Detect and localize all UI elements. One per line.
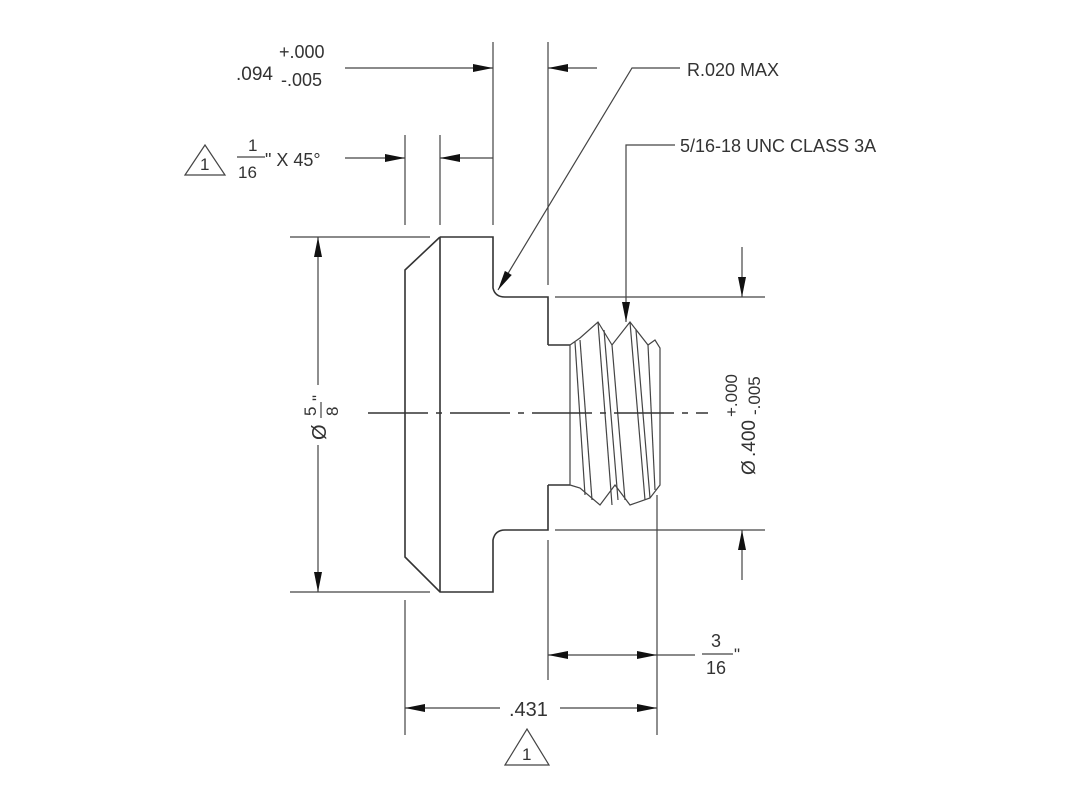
fillet-note: R.020 MAX bbox=[497, 60, 779, 291]
inch-mark: " bbox=[309, 395, 328, 401]
thread-diameter-lower-tol: -.005 bbox=[745, 376, 764, 415]
chamfer-dimension: 1 1 16 " X 45° bbox=[183, 136, 493, 182]
head-diameter-num: 5 bbox=[301, 407, 320, 416]
thread-length-num: 3 bbox=[711, 631, 721, 651]
thread-diameter-value: .400 bbox=[739, 420, 760, 457]
extension-lines bbox=[290, 42, 765, 735]
thread-length-dimension: 3 16 " bbox=[548, 631, 740, 678]
head-outline bbox=[404, 236, 549, 593]
overall-length-flag-number: 1 bbox=[522, 745, 531, 764]
thread-note: 5/16-18 UNC CLASS 3A bbox=[622, 136, 876, 322]
revision-flag-icon bbox=[183, 143, 227, 176]
thread-diameter-dimension: Ø .400 +.000 -.005 bbox=[722, 247, 764, 580]
part-outline bbox=[404, 236, 661, 593]
diameter-symbol: Ø bbox=[739, 460, 760, 475]
head-diameter-dimension: Ø 5 8 " bbox=[301, 237, 342, 592]
chamfer-angle: " X 45° bbox=[265, 150, 321, 170]
neck-length-upper-tol: +.000 bbox=[279, 42, 325, 62]
head-diameter-den: 8 bbox=[323, 407, 342, 416]
fillet-note-text: R.020 MAX bbox=[687, 60, 779, 80]
overall-length-dimension: .431 1 bbox=[405, 699, 657, 766]
thread-diameter-upper-tol: +.000 bbox=[722, 374, 741, 417]
inch-mark: " bbox=[734, 645, 740, 664]
thread-length-den: 16 bbox=[706, 658, 726, 678]
revision-flag-icon bbox=[503, 727, 551, 766]
chamfer-fraction-num: 1 bbox=[248, 136, 257, 155]
thread-note-text: 5/16-18 UNC CLASS 3A bbox=[680, 136, 876, 156]
overall-length-value: .431 bbox=[509, 699, 548, 721]
chamfer-flag-number: 1 bbox=[200, 155, 209, 174]
thread-root bbox=[548, 344, 570, 486]
neck-length-value: .094 bbox=[236, 64, 273, 85]
neck-length-dimension: .094 +.000 -.005 bbox=[236, 42, 597, 90]
neck-length-lower-tol: -.005 bbox=[281, 70, 322, 90]
diameter-symbol: Ø bbox=[309, 424, 331, 440]
chamfer-fraction-den: 16 bbox=[238, 163, 257, 182]
